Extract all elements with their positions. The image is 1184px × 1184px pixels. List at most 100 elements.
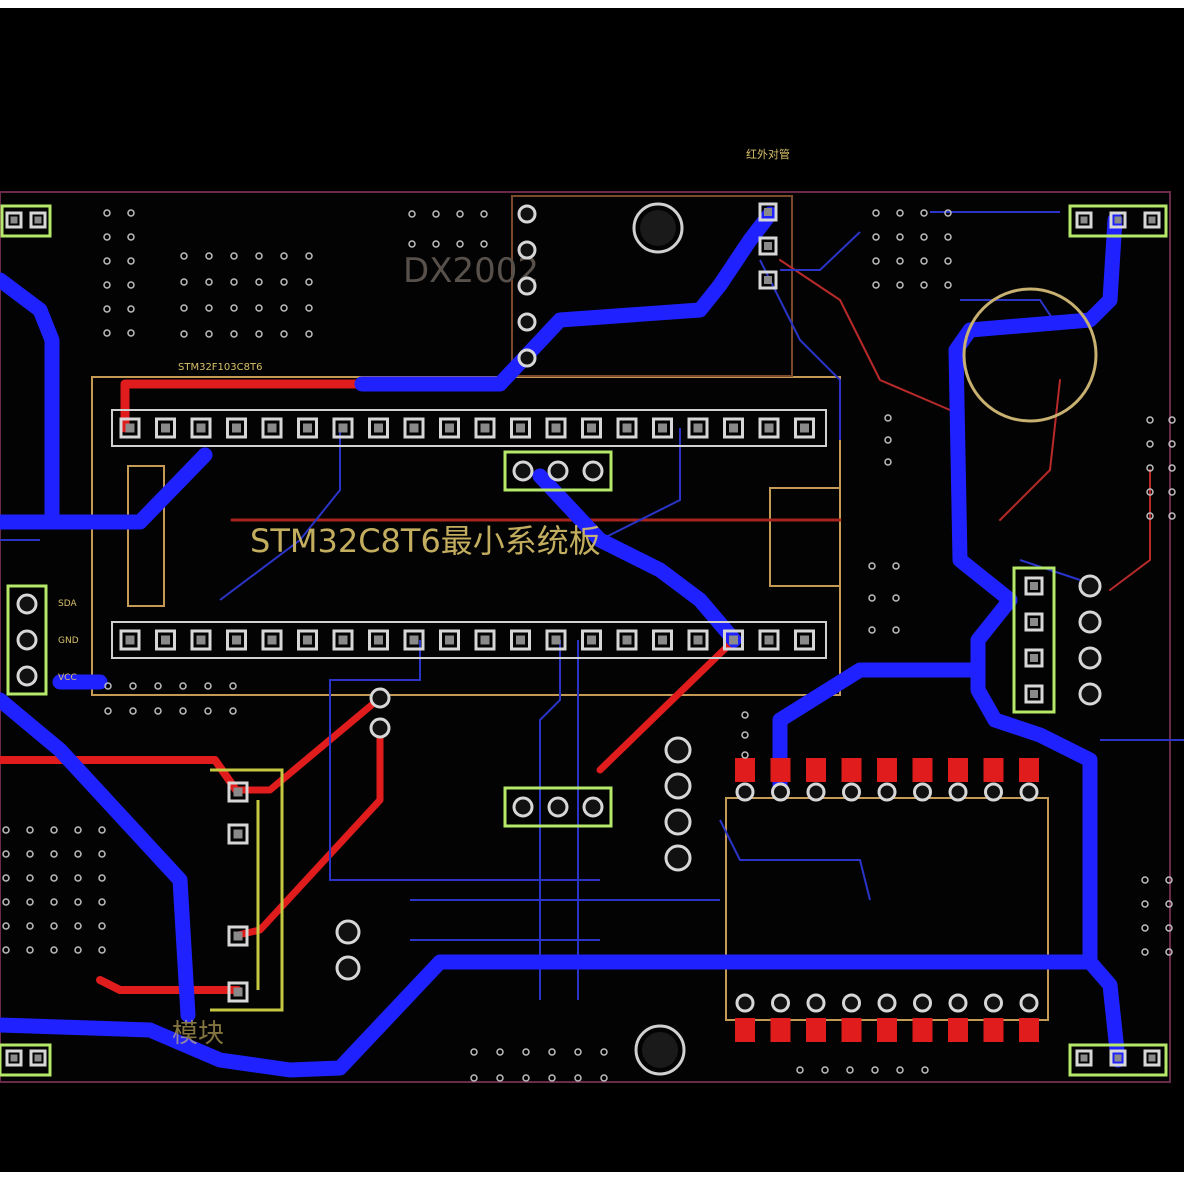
display-module: DX2002 (403, 251, 539, 291)
pad-icon (335, 919, 361, 945)
smd-pad (948, 758, 968, 782)
pad-icon (1019, 993, 1039, 1013)
pad-icon (369, 717, 391, 739)
pad-icon (34, 1054, 42, 1062)
via-dot (1146, 464, 1154, 472)
via-dot (98, 826, 106, 834)
pad-icon (1024, 648, 1044, 668)
pad-icon (551, 635, 561, 645)
buzzer-outline (962, 287, 1098, 423)
pad-icon (794, 629, 815, 651)
pad-icon (332, 417, 354, 439)
via-dot (50, 898, 58, 906)
pad-icon (474, 417, 496, 439)
pad-icon (551, 423, 561, 433)
mount-holes (632, 202, 1098, 1076)
via-dot (892, 594, 900, 602)
pad-icon (622, 635, 632, 645)
via-dot (180, 304, 188, 312)
via-dot (280, 252, 288, 260)
smd-pad (983, 1018, 1004, 1042)
pad-icon (877, 782, 897, 802)
pad-icon (517, 204, 537, 224)
via-dot (305, 252, 313, 260)
pad-icon (409, 635, 419, 645)
pad-icon (842, 993, 861, 1013)
stm32-board-label: STM32C8T6最小系统板 (250, 522, 601, 560)
pad-icon (29, 211, 47, 229)
pad-icon (652, 417, 673, 439)
mount-hole-icon (632, 202, 684, 254)
smd-pad (912, 758, 933, 782)
via-dot (280, 330, 288, 338)
via-dot (1168, 440, 1176, 448)
via-dot (548, 1048, 556, 1056)
pad-icon (267, 423, 277, 433)
pad-icon (445, 423, 454, 433)
pad-icon (693, 423, 703, 433)
pad-icon (581, 417, 602, 439)
pad-icon (806, 993, 826, 1013)
pad-icon (517, 240, 537, 260)
via-dot (944, 209, 952, 217)
via-dot (230, 304, 238, 312)
connectors (0, 204, 1168, 1077)
pad-icon (547, 460, 569, 482)
via-dot (26, 898, 34, 906)
via-dot (50, 874, 58, 882)
pad-icon (622, 423, 632, 433)
via-dot (74, 898, 82, 906)
via-dot (548, 1074, 556, 1082)
via-dot (50, 850, 58, 858)
pad-icon (587, 423, 596, 433)
header-bottom-frame (111, 621, 827, 659)
connector-mid-bottom (503, 786, 613, 828)
via-dot (944, 233, 952, 241)
pad-icon (723, 629, 744, 651)
pad-icon (1030, 618, 1038, 626)
via-dot (868, 562, 876, 570)
via-dot (896, 233, 904, 241)
pad-icon (227, 781, 249, 803)
via-dot (127, 281, 135, 289)
pad-icon (758, 202, 778, 222)
pad-icon (1030, 582, 1038, 590)
via-dot (871, 1066, 879, 1074)
pad-icon (297, 629, 318, 651)
via-dot (920, 281, 928, 289)
crystal-outline (769, 487, 841, 587)
via-dot (255, 330, 263, 338)
pad-icon (34, 216, 42, 224)
smd-pad (770, 1018, 791, 1042)
pad-icon (1075, 1049, 1093, 1067)
via-dot (305, 330, 313, 338)
via-dot (74, 850, 82, 858)
pad-icon (1019, 782, 1039, 802)
via-dot (884, 458, 892, 466)
pad-icon (232, 423, 241, 433)
mount-hole-icon (642, 1032, 678, 1068)
pad-icon (480, 423, 490, 433)
pad-icon (1024, 576, 1044, 596)
pad-icon (587, 635, 596, 645)
via-dot (1165, 924, 1173, 932)
pad-icon (1078, 646, 1102, 670)
via-dot (205, 304, 213, 312)
pad-icon (161, 635, 170, 645)
via-dot (821, 1066, 829, 1074)
via-dot (2, 946, 10, 954)
smd-pad (1019, 1018, 1039, 1042)
pad-icon (877, 993, 897, 1013)
pad-icon (403, 417, 425, 439)
via-dot (230, 278, 238, 286)
via-dot (741, 731, 749, 739)
via-dot (50, 826, 58, 834)
pad-icon (517, 348, 537, 368)
via-dot (1146, 440, 1154, 448)
via-dot (470, 1074, 478, 1082)
connector-bottom-right (1068, 1043, 1168, 1077)
via-dot (456, 210, 464, 218)
via-dot (432, 240, 440, 248)
pad-icon (512, 796, 534, 818)
